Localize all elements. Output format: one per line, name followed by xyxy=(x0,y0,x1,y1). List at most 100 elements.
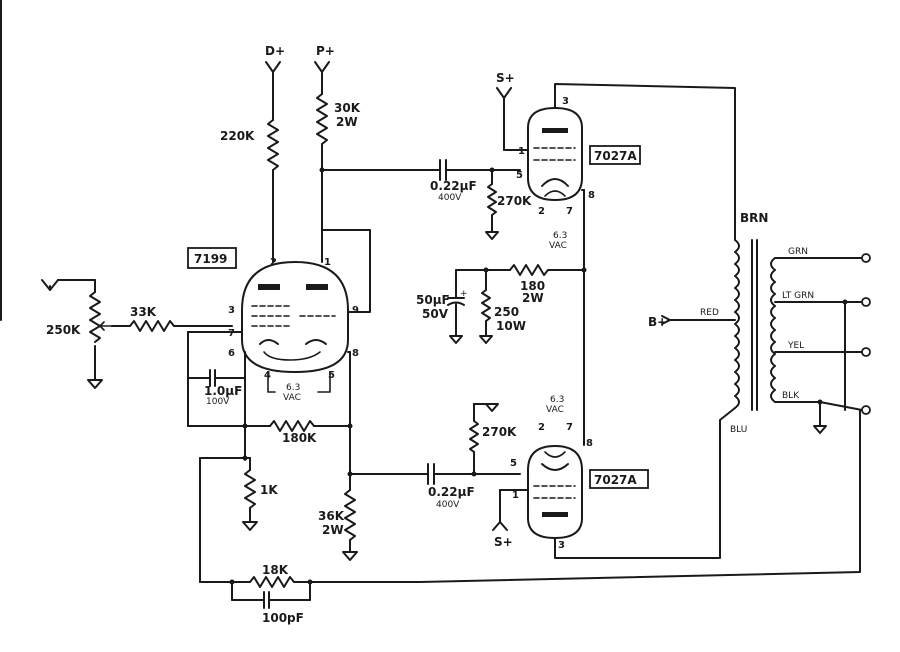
resistor-250 xyxy=(479,269,493,344)
b-plus-label: B+ xyxy=(648,315,667,329)
bot-heater-unit: VAC xyxy=(546,405,564,415)
c-bot-voltage: 400V xyxy=(436,500,460,510)
d-plus-label: D+ xyxy=(265,44,285,58)
svg-text:1: 1 xyxy=(324,257,331,268)
svg-text:3: 3 xyxy=(558,540,565,551)
feedback-wire-bottom xyxy=(309,409,861,583)
c-top-value: 0.22µF xyxy=(430,179,477,193)
p-plus-rail xyxy=(314,61,330,263)
tube-7199-type: 7199 xyxy=(194,252,227,266)
svg-text:9: 9 xyxy=(352,305,359,316)
resistor-180 xyxy=(509,264,585,276)
svg-text:2: 2 xyxy=(538,422,545,433)
xfmr-brn-label: BRN xyxy=(740,211,768,225)
pot-250k-label: 250K xyxy=(46,323,81,337)
svg-text:6: 6 xyxy=(228,348,235,359)
s-plus-top-label: S+ xyxy=(496,71,515,85)
resistor-33k xyxy=(111,320,233,332)
r-180-watt: 2W xyxy=(522,291,544,305)
c-1uf-value: 1.0µF xyxy=(204,384,242,398)
svg-text:7: 7 xyxy=(566,422,573,433)
r-36k-label: 36K xyxy=(318,509,345,523)
tube-7199 xyxy=(241,261,349,373)
wire-top-plate xyxy=(554,83,736,241)
r-250-label: 250 xyxy=(494,305,519,319)
capacitor-50uf: + xyxy=(447,269,468,344)
tube-7027a-top-box xyxy=(589,145,641,165)
svg-text:5: 5 xyxy=(516,170,523,181)
wire-bottom-plate xyxy=(554,419,721,559)
xfmr-ltgrn-label: LT GRN xyxy=(782,291,814,301)
potentiometer-250k xyxy=(87,279,113,389)
driver-heater-leads xyxy=(267,371,331,393)
s-plus-bottom-label: S+ xyxy=(494,535,513,549)
svg-text:8: 8 xyxy=(352,348,359,359)
resistor-180k xyxy=(269,420,351,432)
tube-7027a-bottom xyxy=(527,445,583,539)
c-100pf-label: 100pF xyxy=(262,611,304,625)
grid2-feedback-wire xyxy=(321,229,371,313)
xfmr-blk-label: BLK xyxy=(782,391,800,401)
resistor-18k xyxy=(231,576,311,588)
tube-7027a-top-pins: 3 1 5 2 7 8 xyxy=(516,96,595,217)
tube-7027a-top-type: 7027A xyxy=(594,149,637,163)
capacitor-1uf xyxy=(209,351,246,427)
resistor-270k-bottom xyxy=(469,403,499,475)
resistor-36k xyxy=(342,489,358,561)
tube-7027a-bottom-type: 7027A xyxy=(594,473,637,487)
xfmr-red-label: RED xyxy=(700,308,719,318)
tube-7027a-bottom-box xyxy=(589,469,649,489)
tube-7199-box xyxy=(187,247,237,269)
svg-text:8: 8 xyxy=(586,438,593,449)
svg-text:8: 8 xyxy=(588,190,595,201)
r-30k-label: 30K xyxy=(334,101,361,115)
svg-text:7: 7 xyxy=(228,328,235,339)
capacitor-100pf xyxy=(231,581,311,609)
input-jack xyxy=(41,279,96,291)
c-top-voltage: 400V xyxy=(438,193,462,203)
top-heater-voltage: 6.3 xyxy=(553,231,567,241)
r-30k-watt: 2W xyxy=(336,115,358,129)
driver-heater-voltage: 6.3 xyxy=(286,383,300,393)
r-220k-label: 220K xyxy=(220,129,255,143)
svg-text:1: 1 xyxy=(512,490,519,501)
xfmr-blu-label: BLU xyxy=(730,425,747,435)
r-18k-label: 18K xyxy=(262,563,289,577)
svg-text:2: 2 xyxy=(538,206,545,217)
xfmr-grn-label: GRN xyxy=(788,247,808,257)
b-plus-arrow xyxy=(661,315,671,325)
r-36k-watt: 2W xyxy=(322,523,344,537)
svg-text:7: 7 xyxy=(566,206,573,217)
c-bot-value: 0.22µF xyxy=(428,485,475,499)
svg-text:+: + xyxy=(460,289,468,299)
r-270k-bot-label: 270K xyxy=(482,425,517,439)
c-50uf-value: 50µF xyxy=(416,293,450,307)
r-1k-label: 1K xyxy=(260,483,278,497)
svg-text:3: 3 xyxy=(228,305,235,316)
resistor-1k xyxy=(242,457,258,531)
svg-text:5: 5 xyxy=(510,458,517,469)
c-50uf-voltage: 50V xyxy=(422,307,449,321)
svg-text:5: 5 xyxy=(328,370,335,381)
capacitor-top xyxy=(439,159,521,181)
resistor-270k-top xyxy=(485,169,499,240)
tube-7027a-top xyxy=(527,107,583,201)
top-heater-unit: VAC xyxy=(549,241,567,251)
output-transformer xyxy=(667,239,871,434)
svg-text:3: 3 xyxy=(562,96,569,107)
r-250-watt: 10W xyxy=(496,319,526,333)
s-plus-bottom xyxy=(492,489,529,531)
r-33k-label: 33K xyxy=(130,305,157,319)
r-180k-label: 180K xyxy=(282,431,317,445)
c-1uf-voltage: 100V xyxy=(206,397,230,407)
r-180-label: 180 xyxy=(520,279,545,293)
p-plus-label: P+ xyxy=(316,44,335,58)
tube-7199-pins: 3 7 6 2 1 9 4 5 8 xyxy=(228,257,359,381)
xfmr-yel-label: YEL xyxy=(787,341,804,351)
driver-heater-unit: VAC xyxy=(283,393,301,403)
svg-text:1: 1 xyxy=(518,146,525,157)
s-plus-top xyxy=(496,87,529,151)
d-plus-rail xyxy=(265,61,281,263)
